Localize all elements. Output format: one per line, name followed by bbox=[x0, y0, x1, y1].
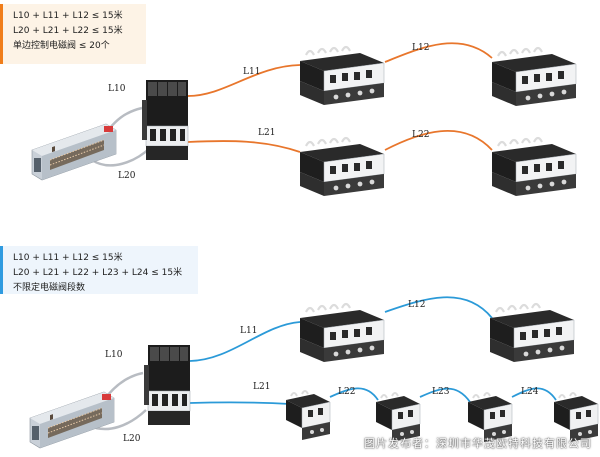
top-io-controller bbox=[31, 123, 117, 181]
top-cable-l21 bbox=[187, 140, 301, 153]
top-note-line2: L20 + L21 + L22 ≤ 15米 bbox=[13, 26, 123, 36]
bottom-label-l11: L11 bbox=[240, 326, 257, 336]
bottom-cable-l11 bbox=[189, 321, 301, 362]
top-config-note: L10 + L11 + L12 ≤ 15米 L20 + L21 + L22 ≤ … bbox=[0, 4, 146, 64]
top-cable-l11 bbox=[187, 64, 301, 97]
top-label-l20: L20 bbox=[118, 171, 136, 181]
top-controller-valve-bank bbox=[141, 79, 189, 161]
top-label-l22: L22 bbox=[412, 130, 429, 140]
bottom-valve-manifold-2 bbox=[488, 302, 576, 364]
bottom-label-l24: L24 bbox=[521, 387, 539, 397]
bottom-io-controller bbox=[29, 391, 115, 449]
top-valve-manifold-2 bbox=[490, 46, 578, 108]
top-valve-manifold-4 bbox=[490, 136, 578, 198]
bottom-cable-l24 bbox=[511, 387, 557, 401]
top-cable-l22 bbox=[384, 130, 493, 151]
top-cable-l12 bbox=[384, 42, 493, 63]
bottom-note-line3: 不限定电磁阀段数 bbox=[13, 283, 86, 293]
bottom-label-l10: L10 bbox=[105, 350, 123, 360]
bottom-cable-l12 bbox=[384, 296, 493, 319]
top-label-l21: L21 bbox=[258, 128, 275, 138]
top-valve-manifold-3 bbox=[298, 136, 386, 198]
top-note-line1: L10 + L11 + L12 ≤ 15米 bbox=[13, 11, 123, 21]
bottom-label-l22: L22 bbox=[338, 387, 355, 397]
top-note-line3: 单边控制电磁阀 ≤ 20个 bbox=[13, 41, 110, 51]
bottom-config-note: L10 + L11 + L12 ≤ 15米 L20 + L21 + L22 + … bbox=[0, 246, 198, 294]
top-valve-manifold-1 bbox=[298, 45, 386, 107]
bottom-cable-l21 bbox=[189, 401, 291, 405]
top-cable-l20 bbox=[91, 147, 151, 167]
bottom-controller-valve-bank bbox=[143, 344, 191, 426]
top-label-l11: L11 bbox=[243, 67, 260, 77]
bottom-label-l20: L20 bbox=[123, 434, 141, 444]
bottom-valve-manifold-1 bbox=[298, 302, 386, 364]
top-label-l10: L10 bbox=[108, 84, 126, 94]
bottom-label-l12: L12 bbox=[408, 300, 425, 310]
bottom-note-line2: L20 + L21 + L22 + L23 + L24 ≤ 15米 bbox=[13, 268, 183, 278]
bottom-cable-l22 bbox=[329, 387, 379, 401]
top-label-l12: L12 bbox=[412, 43, 429, 53]
bottom-note-line1: L10 + L11 + L12 ≤ 15米 bbox=[13, 253, 123, 263]
bottom-small-manifold-1 bbox=[285, 390, 331, 441]
bottom-label-l23: L23 bbox=[432, 387, 450, 397]
bottom-cable-l23 bbox=[419, 387, 471, 403]
bottom-label-l21: L21 bbox=[253, 382, 270, 392]
publisher-watermark: 图片发布者：深圳市华茂欧特科技有限公司 bbox=[364, 437, 592, 450]
